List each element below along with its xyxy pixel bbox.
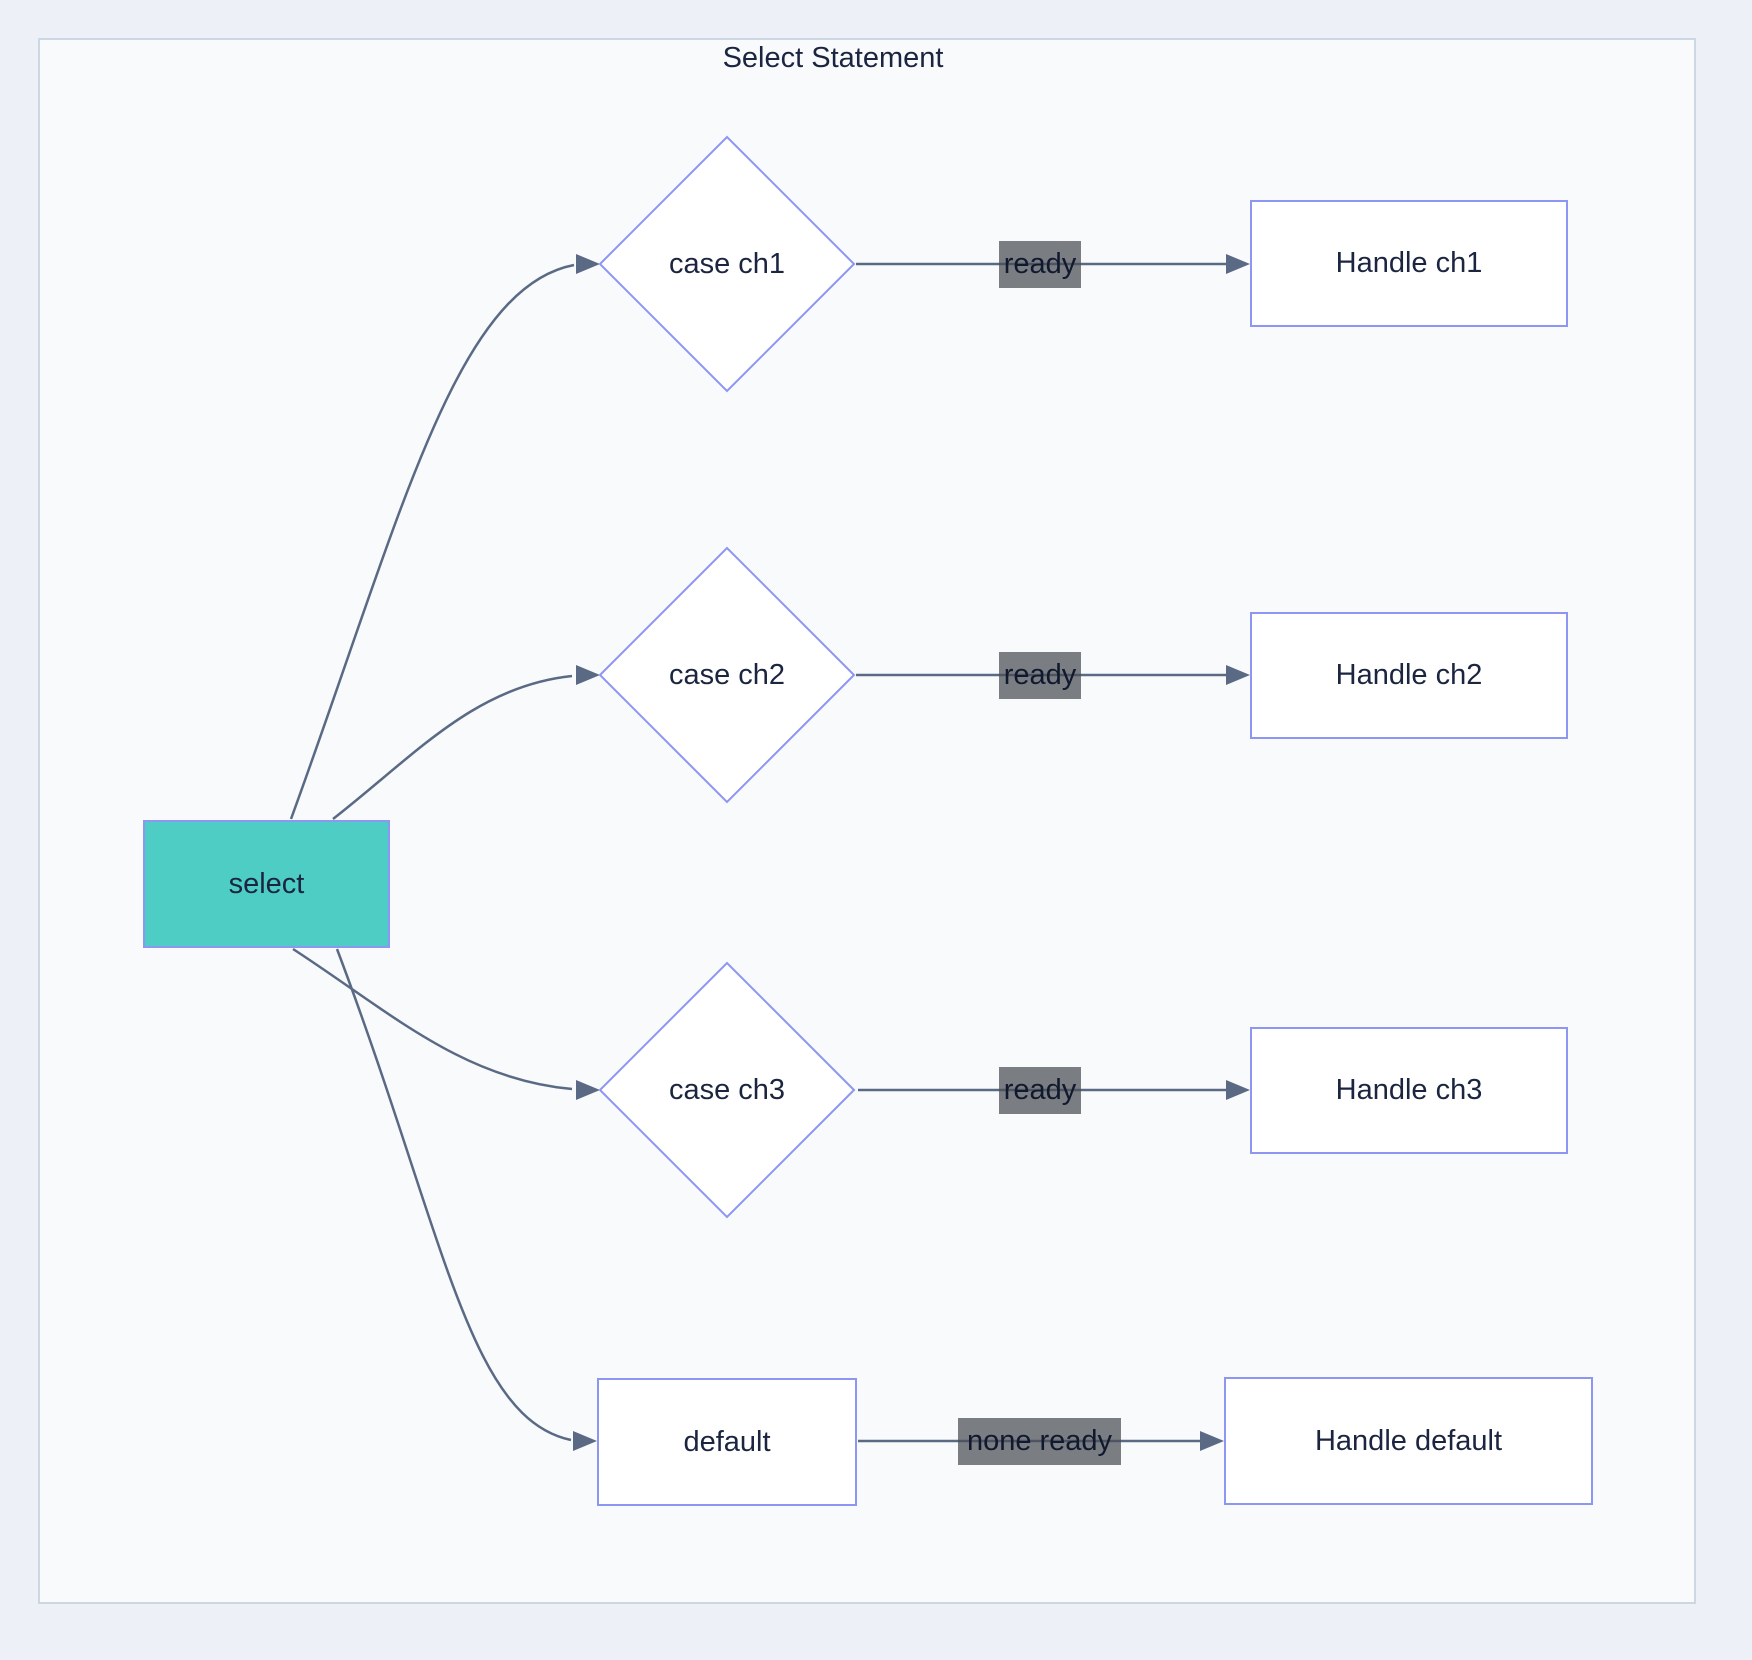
edge-label-none-ready: none ready	[958, 1418, 1121, 1465]
node-case-ch2-label: case ch2	[668, 658, 786, 691]
node-default-label: default	[683, 1425, 771, 1458]
node-case-ch3-label: case ch3	[668, 1073, 786, 1106]
node-select-label: select	[228, 867, 305, 900]
edge-label-ready-2: ready	[999, 652, 1081, 699]
arrowhead-into-case-ch3	[576, 1080, 600, 1100]
node-case-ch1-label: case ch1	[668, 247, 786, 280]
node-handle-ch2: Handle ch2	[1250, 612, 1568, 739]
node-handle-default-label: Handle default	[1314, 1424, 1503, 1457]
arrowhead-into-handle-ch2	[1226, 665, 1250, 685]
arrowhead-into-handle-ch3	[1226, 1080, 1250, 1100]
node-handle-ch3: Handle ch3	[1250, 1027, 1568, 1154]
edge-label-ready-1: ready	[999, 241, 1081, 288]
node-handle-ch1: Handle ch1	[1250, 200, 1568, 327]
node-handle-ch2-label: Handle ch2	[1335, 659, 1483, 691]
edge-select-to-case-ch3	[292, 947, 573, 1091]
edge-select-to-case-ch1	[289, 263, 575, 820]
arrowhead-into-handle-default	[1200, 1431, 1224, 1451]
arrowhead-into-default	[573, 1431, 597, 1451]
diamond-case-ch3	[598, 961, 856, 1219]
diamond-case-ch1	[598, 135, 856, 393]
edge-select-to-case-ch2	[332, 674, 573, 820]
diamond-case-ch2	[598, 546, 856, 804]
node-default: default	[597, 1378, 857, 1506]
diagram-title: Select Statement	[722, 42, 944, 74]
node-select: select	[143, 820, 390, 948]
node-handle-ch1-label: Handle ch1	[1335, 247, 1483, 279]
node-handle-ch3-label: Handle ch3	[1335, 1074, 1483, 1106]
edge-select-to-default	[335, 948, 572, 1442]
arrowhead-into-case-ch1	[576, 254, 600, 274]
node-handle-default: Handle default	[1224, 1377, 1593, 1505]
edge-label-ready-3: ready	[999, 1067, 1081, 1114]
arrowhead-into-case-ch2	[576, 665, 600, 685]
arrowhead-into-handle-ch1	[1226, 254, 1250, 274]
